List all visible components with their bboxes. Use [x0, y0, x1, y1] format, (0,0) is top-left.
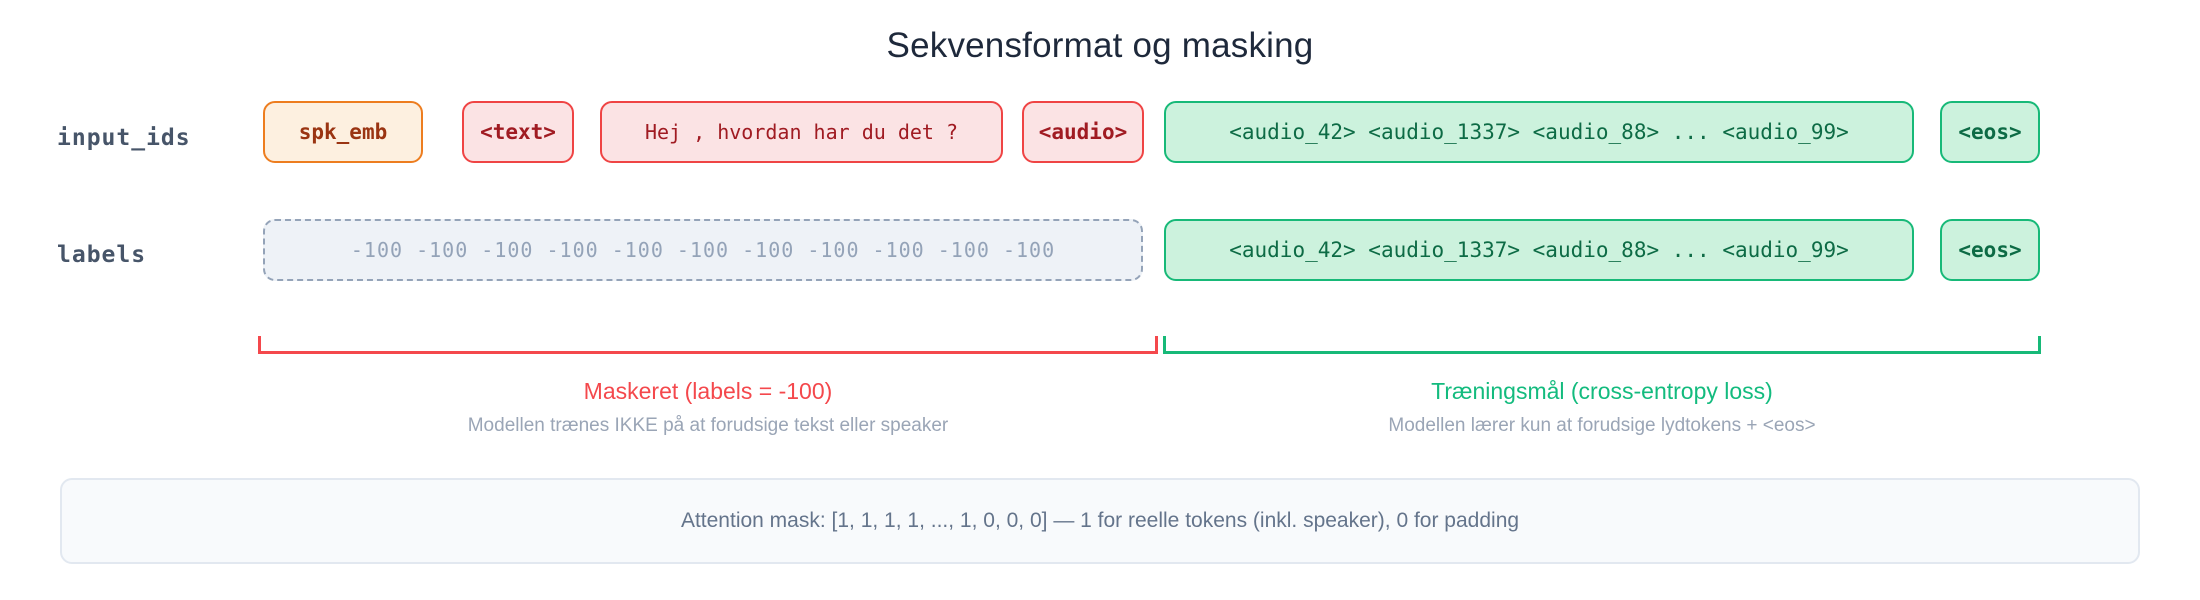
- annotation-training: Træningsmål (cross-entropy loss) Modelle…: [1163, 378, 2041, 437]
- row-label-input-ids: input_ids: [57, 125, 191, 151]
- token-box-eos-labels: <eos>: [1940, 219, 2040, 281]
- token-box-audio-sequence-labels: <audio_42> <audio_1337> <audio_88> ... <…: [1164, 219, 1914, 281]
- token-box-text-sequence: Hej , hvordan har du det ?: [600, 101, 1003, 163]
- token-box-masked-span: -100 -100 -100 -100 -100 -100 -100 -100 …: [263, 219, 1143, 281]
- token-box-audio-tag: <audio>: [1022, 101, 1144, 163]
- annotation-training-heading: Træningsmål (cross-entropy loss): [1431, 378, 1773, 404]
- token-box-audio-sequence-input: <audio_42> <audio_1337> <audio_88> ... <…: [1164, 101, 1914, 163]
- token-box-spk-emb: spk_emb: [263, 101, 423, 163]
- annotation-masked-heading: Maskeret (labels = -100): [583, 378, 833, 404]
- page-title: Sekvensformat og masking: [886, 26, 1314, 65]
- attention-mask-note: Attention mask: [1, 1, 1, 1, ..., 1, 0, …: [60, 478, 2140, 564]
- attention-mask-note-text: Attention mask: [1, 1, 1, 1, ..., 1, 0, …: [680, 509, 1520, 532]
- annotation-masked-subtext: Modellen trænes IKKE på at forudsige tek…: [467, 415, 949, 436]
- bracket-masked-region: [258, 336, 1158, 354]
- annotation-masked: Maskeret (labels = -100) Modellen trænes…: [258, 378, 1158, 437]
- token-box-text-tag: <text>: [462, 101, 574, 163]
- bracket-training-region: [1163, 336, 2041, 354]
- token-box-eos-input: <eos>: [1940, 101, 2040, 163]
- row-label-labels: labels: [57, 242, 147, 268]
- annotation-training-subtext: Modellen lærer kun at forudsige lydtoken…: [1388, 415, 1816, 436]
